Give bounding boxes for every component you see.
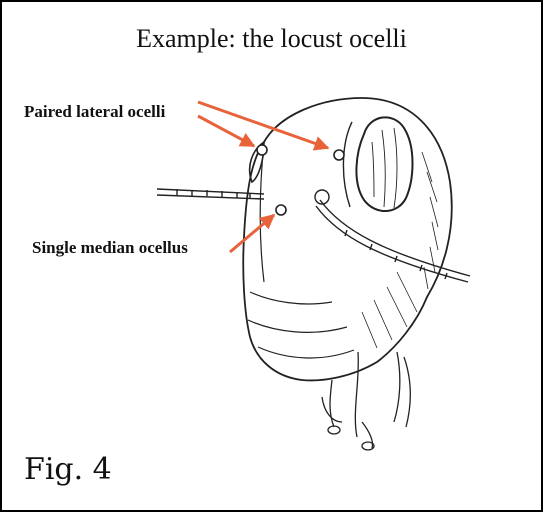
lateral-ocellus-right bbox=[334, 150, 344, 160]
label-single-median-ocellus: Single median ocellus bbox=[32, 238, 188, 258]
lateral-ocellus-left bbox=[257, 145, 267, 155]
compound-eye bbox=[343, 117, 412, 211]
annotation-arrows bbox=[198, 102, 328, 252]
head-capsule bbox=[243, 98, 452, 380]
mouthparts bbox=[322, 352, 410, 450]
median-ocellus bbox=[276, 205, 286, 215]
arrow-median bbox=[230, 215, 274, 252]
label-paired-lateral-ocelli: Paired lateral ocelli bbox=[24, 102, 165, 122]
figure-number: Fig. 4 bbox=[24, 452, 112, 487]
antenna-right bbox=[316, 200, 470, 282]
arrow-lateral-left bbox=[198, 116, 254, 146]
